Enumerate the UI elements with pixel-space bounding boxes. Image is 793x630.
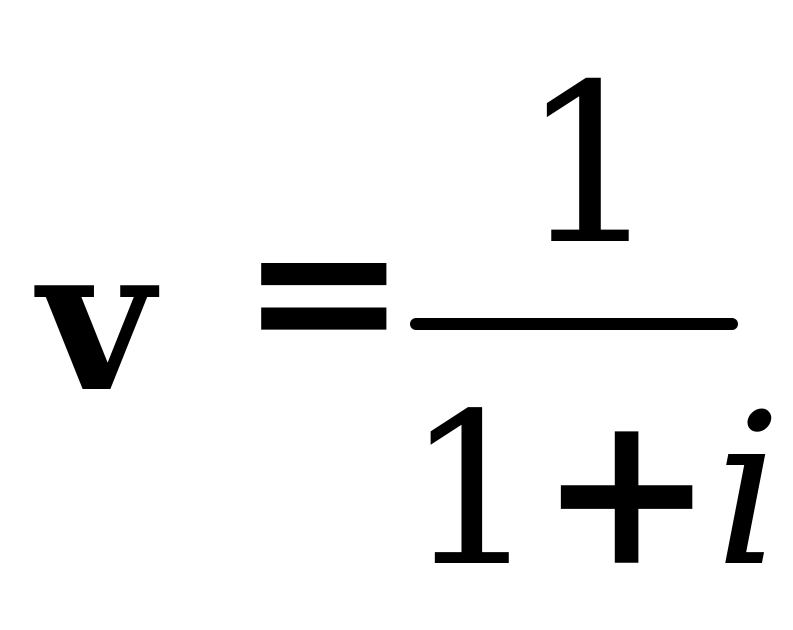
fraction-denominator: 1+i bbox=[405, 385, 782, 596]
fraction-numerator: 1 bbox=[520, 37, 660, 293]
equals-sign: = bbox=[240, 172, 408, 407]
interest-rate-variable: i bbox=[714, 368, 782, 613]
formula-lhs-variable: v bbox=[38, 202, 155, 437]
denominator-one: 1 bbox=[405, 368, 539, 613]
plus-sign: + bbox=[538, 366, 715, 613]
fraction-bar bbox=[410, 318, 738, 330]
